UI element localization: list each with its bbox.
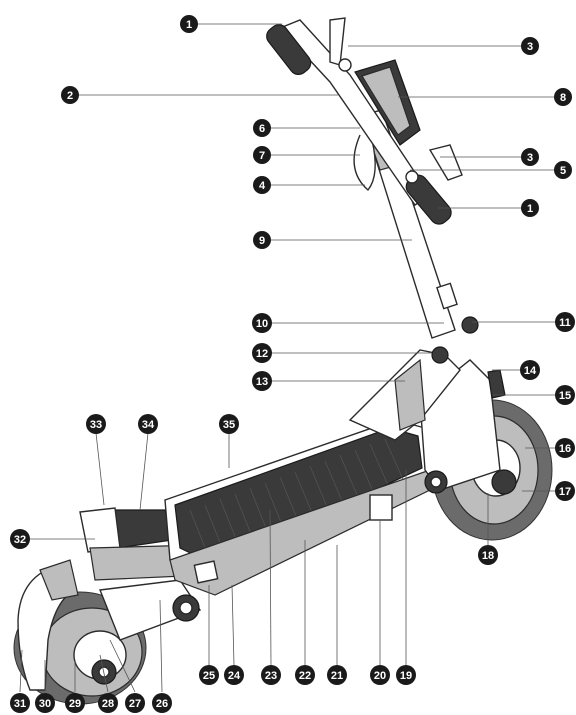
callout-5: 5 xyxy=(554,161,572,179)
callout-28: 28 xyxy=(98,693,118,713)
callout-6: 6 xyxy=(253,119,271,137)
callout-8-display: 8 xyxy=(554,88,572,106)
callout-9-stem: 9 xyxy=(253,231,271,249)
svg-text:4: 4 xyxy=(259,180,266,192)
callout-14: 14 xyxy=(520,360,540,380)
callout-13: 13 xyxy=(252,371,272,391)
callout-27: 27 xyxy=(125,693,145,713)
svg-text:25: 25 xyxy=(203,670,215,682)
svg-text:9: 9 xyxy=(259,235,265,247)
callout-1-left-grip: 1 xyxy=(180,15,198,33)
callout-4: 4 xyxy=(253,176,271,194)
svg-text:28: 28 xyxy=(102,698,114,710)
callout-22: 22 xyxy=(295,665,315,685)
callout-32: 32 xyxy=(10,529,30,549)
callout-23: 23 xyxy=(261,665,281,685)
svg-text:12: 12 xyxy=(256,348,268,360)
callout-10: 10 xyxy=(252,313,272,333)
left-grip xyxy=(266,24,312,76)
svg-text:3: 3 xyxy=(527,41,533,53)
svg-text:26: 26 xyxy=(156,698,168,710)
leader-lines xyxy=(19,23,557,693)
callout-26: 26 xyxy=(152,693,172,713)
callout-20: 20 xyxy=(370,665,390,685)
svg-text:2: 2 xyxy=(67,90,73,102)
callout-29: 29 xyxy=(65,693,85,713)
svg-text:17: 17 xyxy=(559,486,571,498)
svg-text:7: 7 xyxy=(259,150,265,162)
callout-34: 34 xyxy=(138,414,158,434)
svg-text:24: 24 xyxy=(228,670,241,682)
svg-text:10: 10 xyxy=(256,318,268,330)
callout-24: 24 xyxy=(224,665,244,685)
svg-text:13: 13 xyxy=(256,376,268,388)
svg-text:5: 5 xyxy=(560,165,566,177)
svg-text:6: 6 xyxy=(259,123,265,135)
svg-text:23: 23 xyxy=(265,670,277,682)
svg-text:31: 31 xyxy=(14,698,26,710)
rear-swing-arm xyxy=(99,579,202,641)
svg-text:27: 27 xyxy=(129,698,141,710)
svg-text:15: 15 xyxy=(559,390,571,402)
svg-text:22: 22 xyxy=(299,670,311,682)
callout-18: 18 xyxy=(478,545,498,565)
svg-text:33: 33 xyxy=(90,419,102,431)
callout-1-right-grip: 1 xyxy=(521,199,539,217)
callouts: 1 3 2 8 6 7 3 5 4 1 9 10 11 12 14 13 15 … xyxy=(10,15,575,713)
svg-text:1: 1 xyxy=(527,203,533,215)
svg-text:14: 14 xyxy=(524,365,537,377)
svg-text:19: 19 xyxy=(400,670,412,682)
callout-3-brake-lever-right: 3 xyxy=(521,148,539,166)
callout-15: 15 xyxy=(555,385,575,405)
callout-25: 25 xyxy=(199,665,219,685)
callout-2: 2 xyxy=(61,86,79,104)
svg-text:30: 30 xyxy=(39,698,51,710)
svg-text:32: 32 xyxy=(14,534,26,546)
scooter-illustration xyxy=(13,17,553,705)
callout-33: 33 xyxy=(86,414,106,434)
callout-12: 12 xyxy=(252,343,272,363)
callout-11: 11 xyxy=(555,312,575,332)
svg-text:1: 1 xyxy=(186,19,192,31)
svg-text:11: 11 xyxy=(559,317,571,329)
svg-text:3: 3 xyxy=(527,152,533,164)
callout-31: 31 xyxy=(10,693,30,713)
callout-30: 30 xyxy=(35,693,55,713)
callout-35: 35 xyxy=(219,414,239,434)
svg-text:29: 29 xyxy=(69,698,81,710)
callout-21: 21 xyxy=(327,665,347,685)
callout-17: 17 xyxy=(555,481,575,501)
svg-text:8: 8 xyxy=(560,92,566,104)
callout-7: 7 xyxy=(253,146,271,164)
svg-text:35: 35 xyxy=(223,419,235,431)
svg-text:18: 18 xyxy=(482,550,494,562)
svg-text:34: 34 xyxy=(142,419,155,431)
svg-text:16: 16 xyxy=(559,443,571,455)
callout-19: 19 xyxy=(396,665,416,685)
callout-16: 16 xyxy=(555,438,575,458)
svg-text:21: 21 xyxy=(331,670,343,682)
callout-3-brake-lever-left: 3 xyxy=(521,37,539,55)
svg-text:20: 20 xyxy=(374,670,386,682)
